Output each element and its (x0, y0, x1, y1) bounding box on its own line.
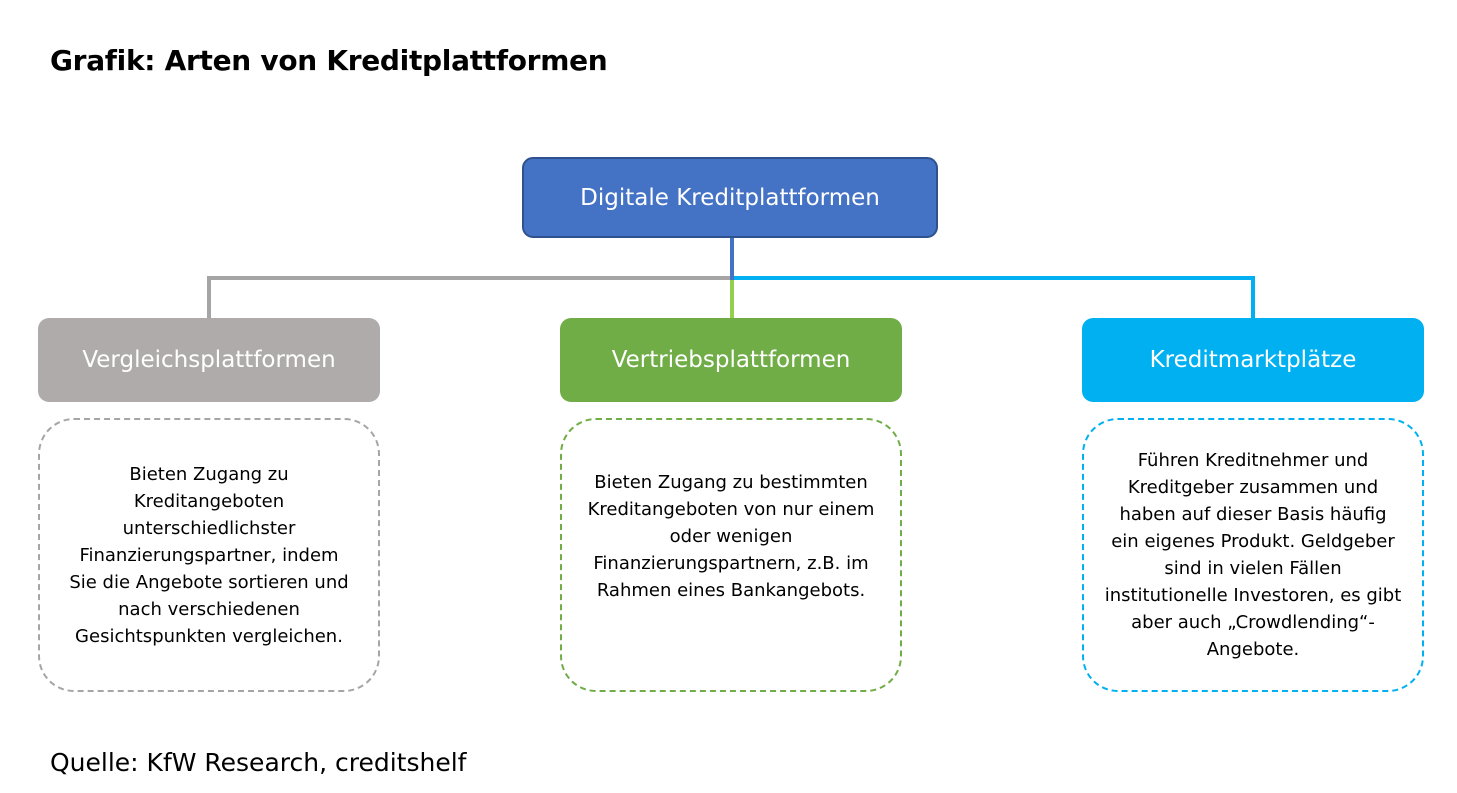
category-label: Vergleichsplattformen (82, 347, 336, 373)
page-title: Grafik: Arten von Kreditplattformen (50, 44, 608, 77)
category-box-kreditmarktplaetze: Kreditmarktplätze (1082, 318, 1424, 402)
description-box-vertriebsplattformen: Bieten Zugang zu bestimmten Kreditangebo… (560, 418, 902, 692)
description-box-vergleichsplattformen: Bieten Zugang zu Kreditangeboten untersc… (38, 418, 380, 692)
category-label: Vertriebsplattformen (611, 347, 851, 373)
description-text: Führen Kreditnehmer und Kreditgeber zusa… (1104, 450, 1402, 660)
connector-kreditmarkt (732, 276, 1255, 318)
root-node: Digitale Kreditplattformen (522, 157, 938, 238)
source-note: Quelle: KfW Research, creditshelf (50, 748, 467, 777)
category-box-vertriebsplattformen: Vertriebsplattformen (560, 318, 902, 402)
description-box-kreditmarktplaetze: Führen Kreditnehmer und Kreditgeber zusa… (1082, 418, 1424, 692)
category-label: Kreditmarktplätze (1149, 347, 1357, 373)
description-text: Bieten Zugang zu bestimmten Kreditangebo… (587, 471, 875, 601)
category-box-vergleichsplattformen: Vergleichsplattformen (38, 318, 380, 402)
connector-vergleich (207, 276, 732, 318)
description-text: Bieten Zugang zu Kreditangeboten untersc… (69, 463, 349, 647)
root-node-label: Digitale Kreditplattformen (580, 184, 880, 211)
